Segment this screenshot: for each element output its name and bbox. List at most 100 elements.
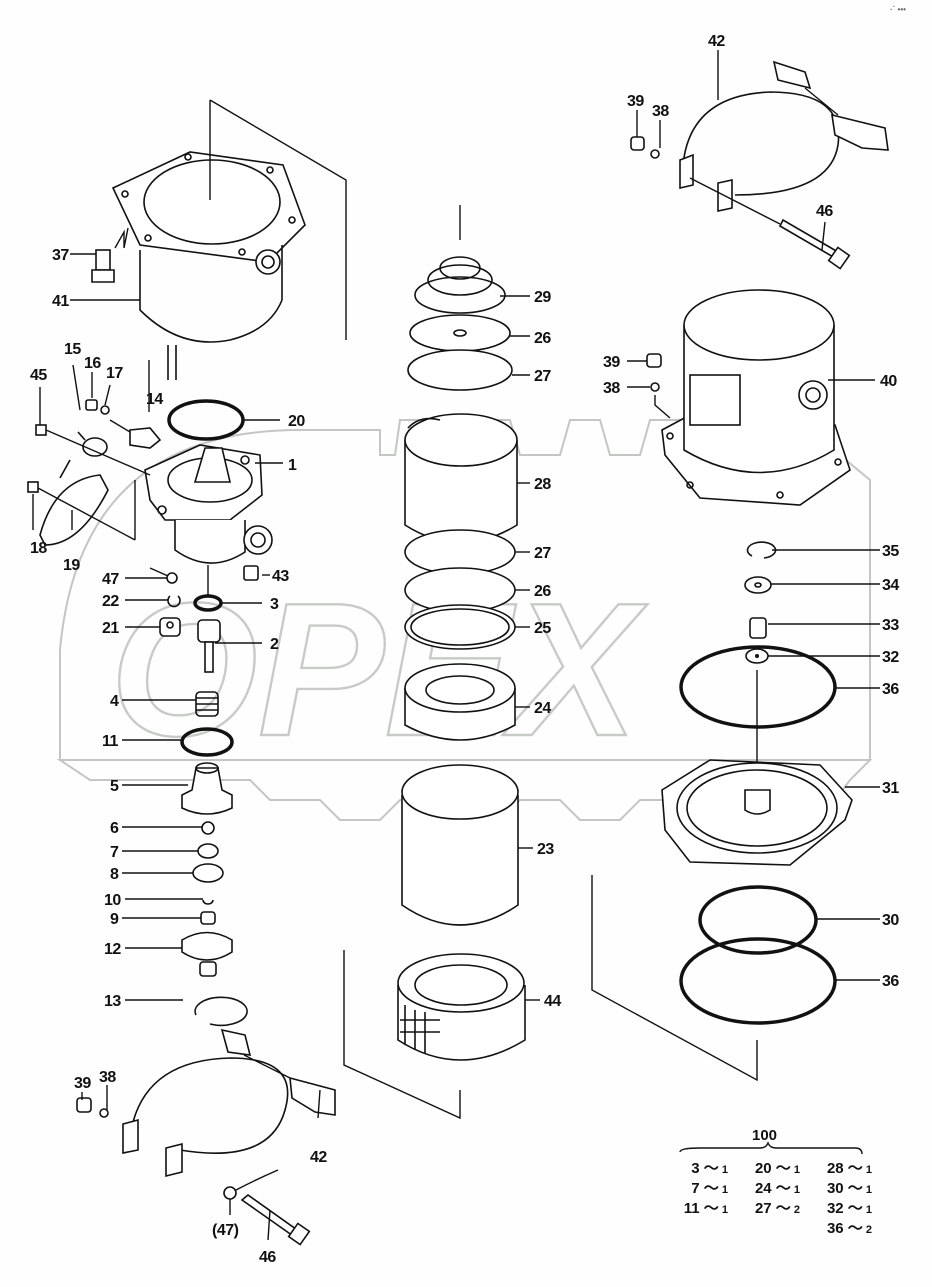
callout-25[interactable]: 25: [534, 620, 552, 637]
part-42-lower-bracket[interactable]: [122, 1028, 336, 1178]
callout-33[interactable]: 33: [882, 617, 900, 634]
part-15-switch[interactable]: [59, 431, 108, 479]
callout-46-upper[interactable]: 46: [816, 203, 834, 220]
part-11-o-ring[interactable]: [180, 727, 234, 757]
callout-44[interactable]: 44: [544, 993, 562, 1010]
part-37-bolt[interactable]: [91, 227, 129, 283]
callout-37[interactable]: 37: [52, 247, 70, 264]
part-38-washer-lower[interactable]: [99, 1108, 109, 1118]
callout-26-top[interactable]: 26: [534, 330, 552, 347]
callout-47-lower[interactable]: (47): [212, 1222, 239, 1239]
callout-46-lower[interactable]: 46: [259, 1249, 277, 1266]
part-41-upper-housing[interactable]: [111, 99, 347, 380]
callout-29[interactable]: 29: [534, 289, 552, 306]
callout-34[interactable]: 34: [882, 577, 900, 594]
callout-12[interactable]: 12: [104, 941, 122, 958]
part-2-valve-stem[interactable]: [197, 565, 221, 673]
callout-43[interactable]: 43: [272, 568, 290, 585]
part-39-nut-upper[interactable]: [630, 136, 645, 151]
part-22-clip[interactable]: [167, 595, 181, 608]
part-39-nut-middle[interactable]: [646, 353, 662, 368]
part-16-nut[interactable]: [85, 399, 98, 411]
callout-24[interactable]: 24: [534, 700, 552, 717]
callout-45[interactable]: 45: [30, 367, 48, 384]
part-36-o-ring-lower[interactable]: [679, 937, 837, 1025]
callout-4[interactable]: 4: [110, 693, 120, 710]
part-38-washer-middle[interactable]: [650, 382, 671, 419]
callout-11[interactable]: 11: [102, 733, 119, 750]
callout-8[interactable]: 8: [110, 866, 120, 883]
callout-21[interactable]: 21: [102, 620, 120, 637]
part-40-lower-housing[interactable]: [661, 289, 851, 506]
part-13-snap-ring[interactable]: [194, 996, 248, 1027]
part-45-screw[interactable]: [35, 424, 151, 476]
part-24-separator-element[interactable]: [404, 663, 516, 741]
part-43-plug[interactable]: [243, 565, 259, 581]
part-7-seal[interactable]: [197, 843, 219, 859]
part-8-seat[interactable]: [192, 863, 224, 883]
callout-42-lower[interactable]: 42: [310, 1149, 328, 1166]
part-12-valve-body[interactable]: [181, 931, 233, 977]
part-38-washer-upper[interactable]: [650, 149, 660, 159]
part-32-valve[interactable]: [745, 648, 769, 664]
part-46-bolt-lower[interactable]: [240, 1193, 311, 1246]
part-26-perforated-plate-top[interactable]: [409, 314, 511, 352]
callout-2[interactable]: 2: [270, 636, 280, 653]
callout-39-upper[interactable]: 39: [627, 93, 645, 110]
callout-22[interactable]: 22: [102, 593, 120, 610]
callout-14[interactable]: 14: [146, 391, 164, 408]
part-33-spring-cap[interactable]: [749, 617, 767, 639]
part-14-sensor[interactable]: [109, 419, 162, 449]
part-20-o-ring[interactable]: [167, 399, 245, 441]
callout-19[interactable]: 19: [63, 557, 81, 574]
callout-9[interactable]: 9: [110, 911, 120, 928]
callout-1[interactable]: 1: [288, 457, 298, 474]
part-17-washer[interactable]: [100, 405, 110, 415]
callout-41[interactable]: 41: [52, 293, 70, 310]
callout-27-top[interactable]: 27: [534, 368, 552, 385]
part-23-bowl[interactable]: [401, 764, 519, 926]
part-39-nut-lower[interactable]: [76, 1097, 92, 1113]
part-44-guard[interactable]: [397, 953, 526, 1061]
callout-10[interactable]: 10: [104, 892, 122, 909]
callout-26-bottom[interactable]: 26: [534, 583, 552, 600]
callout-13[interactable]: 13: [104, 993, 122, 1010]
callout-23[interactable]: 23: [537, 841, 555, 858]
part-25-retainer-ring[interactable]: [404, 604, 516, 650]
callout-32[interactable]: 32: [882, 649, 900, 666]
callout-40[interactable]: 40: [880, 373, 898, 390]
part-27-gasket-top[interactable]: [407, 349, 513, 391]
callout-28[interactable]: 28: [534, 476, 552, 493]
part-29-spring[interactable]: [414, 256, 506, 314]
callout-7[interactable]: 7: [110, 844, 120, 861]
part-4-spring[interactable]: [195, 691, 219, 717]
part-28-filter-element[interactable]: [404, 413, 518, 544]
callout-38-middle[interactable]: 38: [603, 380, 621, 397]
part-9-nut[interactable]: [200, 911, 216, 925]
callout-15[interactable]: 15: [64, 341, 82, 358]
callout-39-lower[interactable]: 39: [74, 1075, 92, 1092]
callout-38-upper[interactable]: 38: [652, 103, 670, 120]
callout-17[interactable]: 17: [106, 365, 124, 382]
callout-18[interactable]: 18: [30, 540, 48, 557]
callout-39-middle[interactable]: 39: [603, 354, 621, 371]
part-30-o-ring[interactable]: [698, 885, 818, 955]
callout-36-lower[interactable]: 36: [882, 973, 900, 990]
callout-16[interactable]: 16: [84, 355, 102, 372]
part-36-o-ring-upper[interactable]: [679, 645, 837, 729]
part-47-ground-terminal[interactable]: [223, 1169, 279, 1200]
part-10-clip[interactable]: [202, 899, 214, 905]
part-35-snap-ring[interactable]: [746, 541, 777, 559]
callout-42-upper[interactable]: 42: [708, 33, 726, 50]
callout-35[interactable]: 35: [882, 543, 900, 560]
callout-31[interactable]: 31: [882, 780, 900, 797]
callout-27-bottom[interactable]: 27: [534, 545, 552, 562]
callout-36-upper[interactable]: 36: [882, 681, 900, 698]
part-46-bolt-upper[interactable]: [689, 177, 851, 270]
part-21-nut[interactable]: [159, 617, 181, 637]
part-42-upper-bracket[interactable]: [679, 60, 889, 212]
callout-5[interactable]: 5: [110, 778, 120, 795]
part-31-bowl-cap[interactable]: [661, 759, 853, 866]
callout-38-lower[interactable]: 38: [99, 1069, 117, 1086]
callout-20[interactable]: 20: [288, 413, 306, 430]
